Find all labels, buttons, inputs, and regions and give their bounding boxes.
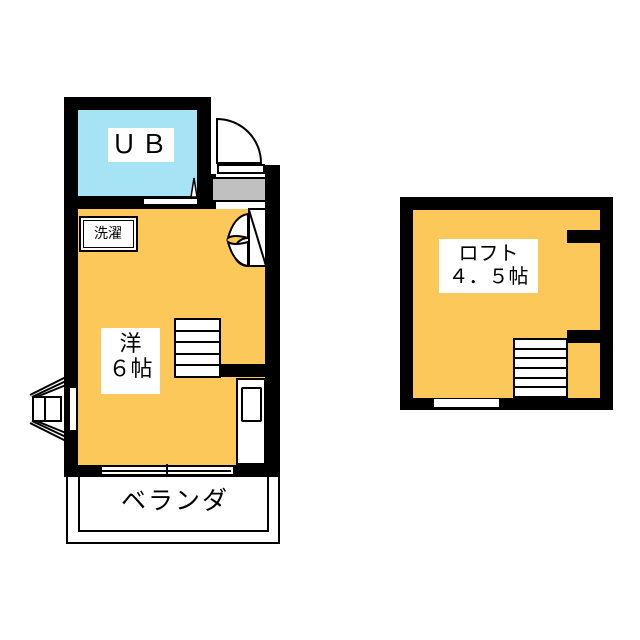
laundry-label: 洗濯 (94, 226, 122, 242)
western-room-type: 洋 (119, 332, 142, 357)
bay-window-icon (29, 376, 67, 442)
kitchen-partition-wall (221, 364, 267, 377)
unit-bath-label: ＵＢ (108, 128, 174, 162)
western-room-size: ６帖 (108, 357, 153, 383)
loft-wall-notch-lower (567, 330, 603, 343)
bath-door-swing-icon (190, 177, 198, 198)
stairs-loft (513, 338, 568, 398)
bath-door-opening (144, 198, 197, 205)
veranda-sliding-door[interactable] (102, 464, 233, 476)
loft-wall-notch-upper (567, 230, 603, 243)
entrance-door-swing-icon (216, 117, 263, 164)
entrance-door-threshold (217, 164, 265, 174)
veranda-inner (78, 477, 269, 532)
closet-door-icon (226, 209, 267, 268)
loft-window (434, 399, 499, 407)
loft-room-type: ロフト (458, 241, 519, 265)
western-room-label: 洋 ６帖 (101, 328, 160, 394)
side-window (69, 387, 77, 431)
loft-room-size: ４．５帖 (448, 264, 529, 288)
loft-label: ロフト ４．５帖 (439, 239, 538, 293)
veranda-label: ベランダ (120, 486, 229, 515)
stairs-main (174, 318, 221, 378)
sliding-door-center (166, 464, 168, 476)
entrance-floor (213, 177, 267, 202)
laundry-space (79, 216, 138, 252)
kitchen-sink (241, 387, 262, 422)
right-wall (265, 165, 280, 475)
